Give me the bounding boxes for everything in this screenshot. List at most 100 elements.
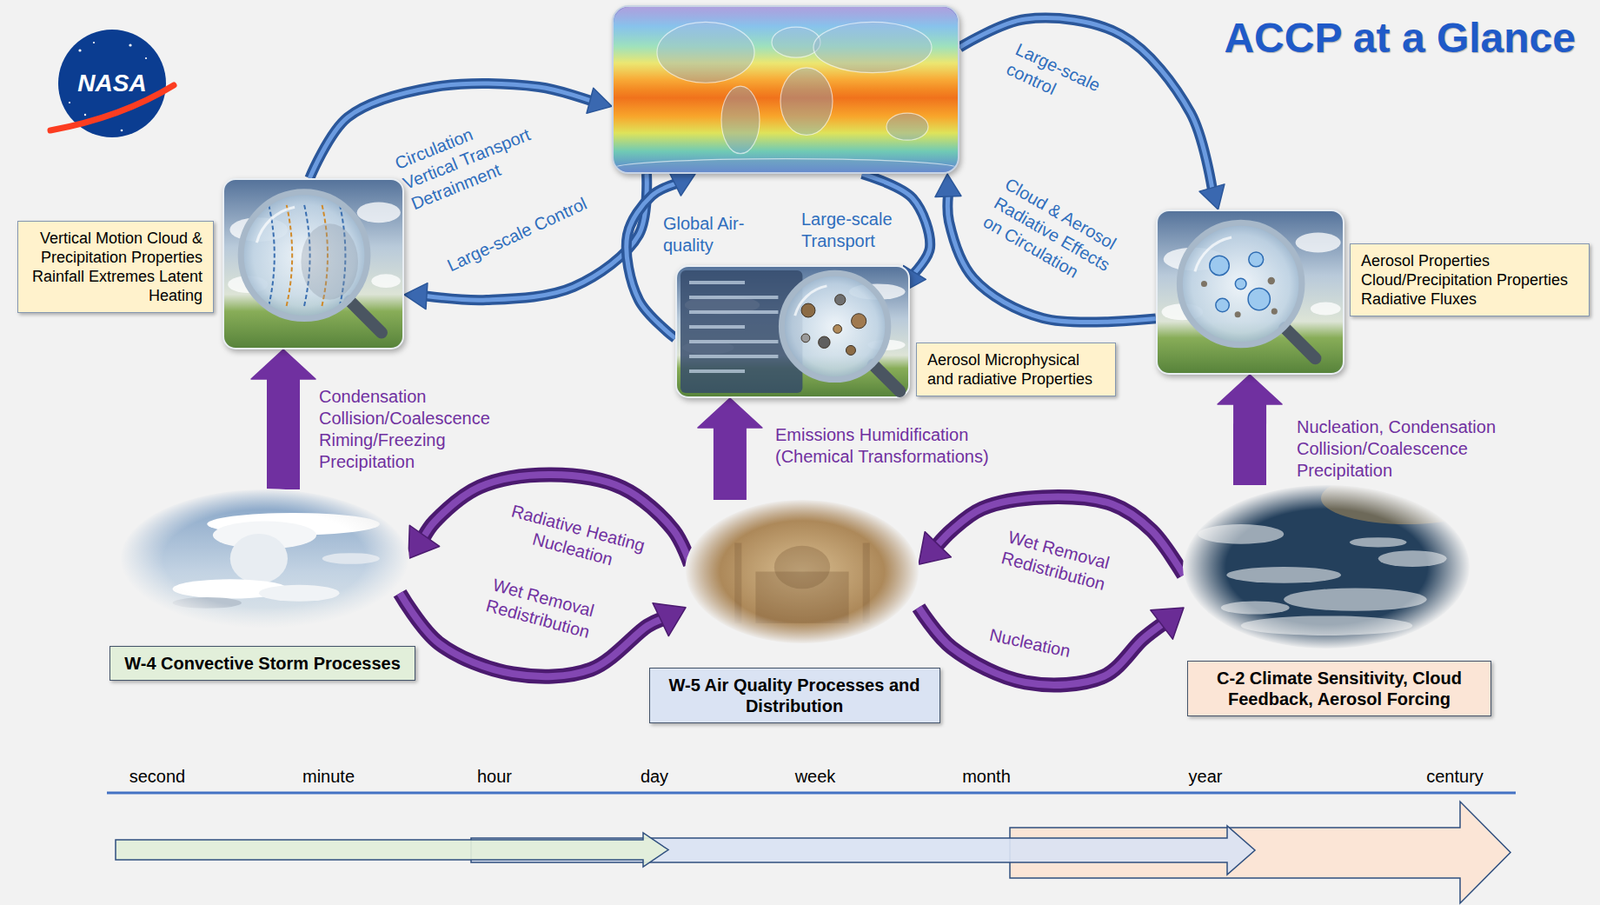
lens-highlight — [1195, 237, 1232, 272]
info-line — [689, 295, 778, 299]
soft-edge — [684, 498, 920, 644]
connector-line — [713, 426, 747, 500]
arrowhead — [1217, 374, 1282, 405]
cloud-droplet — [1234, 278, 1247, 290]
cloud-puff — [371, 273, 400, 288]
arrowhead — [669, 172, 696, 196]
objective-box: W-4 Convective Storm Processes — [109, 645, 416, 681]
aerosol-particle — [1201, 280, 1208, 287]
logo-star — [128, 43, 132, 47]
time-scale-tick: minute — [302, 765, 355, 787]
connector-line — [959, 18, 1213, 189]
aerosol-particle — [818, 336, 830, 348]
logo-star — [92, 41, 95, 44]
cloud-droplet — [1215, 298, 1229, 312]
time-scale — [106, 792, 1516, 903]
haze-sky — [685, 499, 919, 644]
aerosol-particle — [851, 313, 867, 329]
feedback-arrow — [918, 607, 1184, 685]
soft-edge — [119, 488, 410, 629]
lens-glass — [1179, 222, 1302, 346]
global-map-panel — [611, 5, 960, 174]
logo-wordmark: NASA — [77, 71, 147, 96]
storm-photo-art — [120, 489, 409, 628]
observable-list: Aerosol Properties Cloud/Precipitation P… — [1360, 251, 1579, 309]
connector-highlight — [918, 607, 1162, 685]
observable-box: Aerosol Properties Cloud/Precipitation P… — [1349, 243, 1590, 317]
arrowhead — [251, 349, 316, 379]
aerosol-lens-panel-art — [675, 265, 910, 399]
feedback-arrow — [935, 173, 1156, 323]
connector-label: Large-scale Transport — [801, 208, 904, 253]
connector-line — [266, 378, 300, 490]
cloud-lens-panel-art — [1155, 209, 1345, 375]
info-line — [689, 310, 778, 314]
logo-star — [78, 48, 81, 52]
ocean-photo — [1183, 484, 1470, 649]
objective-name: W-5 Air Quality Processes and Distributi… — [662, 674, 928, 717]
lens-contents — [801, 294, 867, 356]
observable-box: Vertical Motion Cloud & Precipitation Pr… — [17, 220, 214, 313]
lens-highlight — [256, 206, 295, 243]
haze-photo — [685, 499, 919, 644]
connector-label: Nucleation, Condensation Collision/Coale… — [1296, 416, 1514, 482]
info-panel-lines — [689, 280, 778, 373]
soft-edge — [1182, 484, 1471, 650]
cloud-droplet — [1248, 252, 1264, 267]
observable-list: Aerosol Microphysical and radiative Prop… — [927, 350, 1105, 389]
connector-label: Wet Removal Redistribution — [989, 523, 1122, 598]
info-line — [689, 325, 745, 329]
updraft-line — [286, 204, 293, 306]
time-scale-tick: year — [1188, 765, 1223, 787]
storm-lens-panel — [222, 178, 405, 350]
storm-span-arrow — [115, 832, 669, 867]
photo-content — [120, 489, 409, 628]
logo-star — [84, 113, 87, 116]
connector-label: Circulation Vertical Transport Detrainme… — [391, 101, 547, 215]
lens-handle — [1284, 327, 1315, 359]
lens-glass — [240, 192, 368, 319]
time-scale-tick: month — [962, 765, 1011, 787]
time-axis — [106, 791, 1516, 795]
aerosol-particle — [1271, 308, 1278, 315]
connector-line — [1233, 403, 1267, 485]
haze-photo-art — [685, 499, 919, 644]
lens-highlight — [795, 285, 828, 316]
aerosol-particle — [1268, 277, 1275, 285]
connector-label: Large-scale Control — [433, 187, 601, 281]
connector-line — [918, 607, 1162, 685]
connector-label: Large-scale control — [1002, 38, 1115, 121]
time-scale-tick: hour — [477, 765, 512, 787]
objective-box: C-2 Climate Sensitivity, Cloud Feedback,… — [1187, 660, 1492, 717]
connector-label: Emissions Humidification (Chemical Trans… — [775, 424, 1010, 468]
connector-label: Radiative Heating Nucleation — [497, 498, 652, 579]
connector-line — [626, 183, 677, 339]
connector-label: Condensation Collision/Coalescence Rimin… — [318, 385, 519, 473]
aerosol-particle — [1234, 311, 1242, 318]
lens-glass — [781, 272, 888, 379]
arrowhead — [404, 283, 428, 310]
objective-box: W-5 Air Quality Processes and Distributi… — [649, 667, 941, 724]
connector-highlight — [959, 18, 1213, 189]
arrowhead — [918, 531, 951, 565]
arrowhead — [586, 87, 612, 113]
objective-name: C-2 Climate Sensitivity, Cloud Feedback,… — [1200, 667, 1479, 710]
storm-photo — [120, 489, 409, 628]
agency-logo — [50, 29, 174, 138]
logo-star — [145, 57, 147, 60]
cloud-puff — [1310, 301, 1342, 315]
aerosol-particle — [845, 345, 856, 355]
info-line — [689, 369, 745, 373]
arrowhead — [935, 173, 962, 198]
connector-label: Cloud & Aerosol Radiative Effects on Cir… — [979, 173, 1142, 306]
cloud-droplet — [1248, 287, 1270, 310]
aerosol-particle — [833, 325, 843, 334]
objective-name: W-4 Convective Storm Processes — [124, 652, 401, 674]
connector-label: Nucleation — [981, 622, 1080, 664]
sky — [120, 489, 409, 628]
aerosol-lens-panel — [675, 265, 910, 399]
map-gloss — [613, 6, 958, 173]
page-title: ACCP at a Glance — [1223, 13, 1576, 63]
photo-content — [685, 499, 919, 644]
